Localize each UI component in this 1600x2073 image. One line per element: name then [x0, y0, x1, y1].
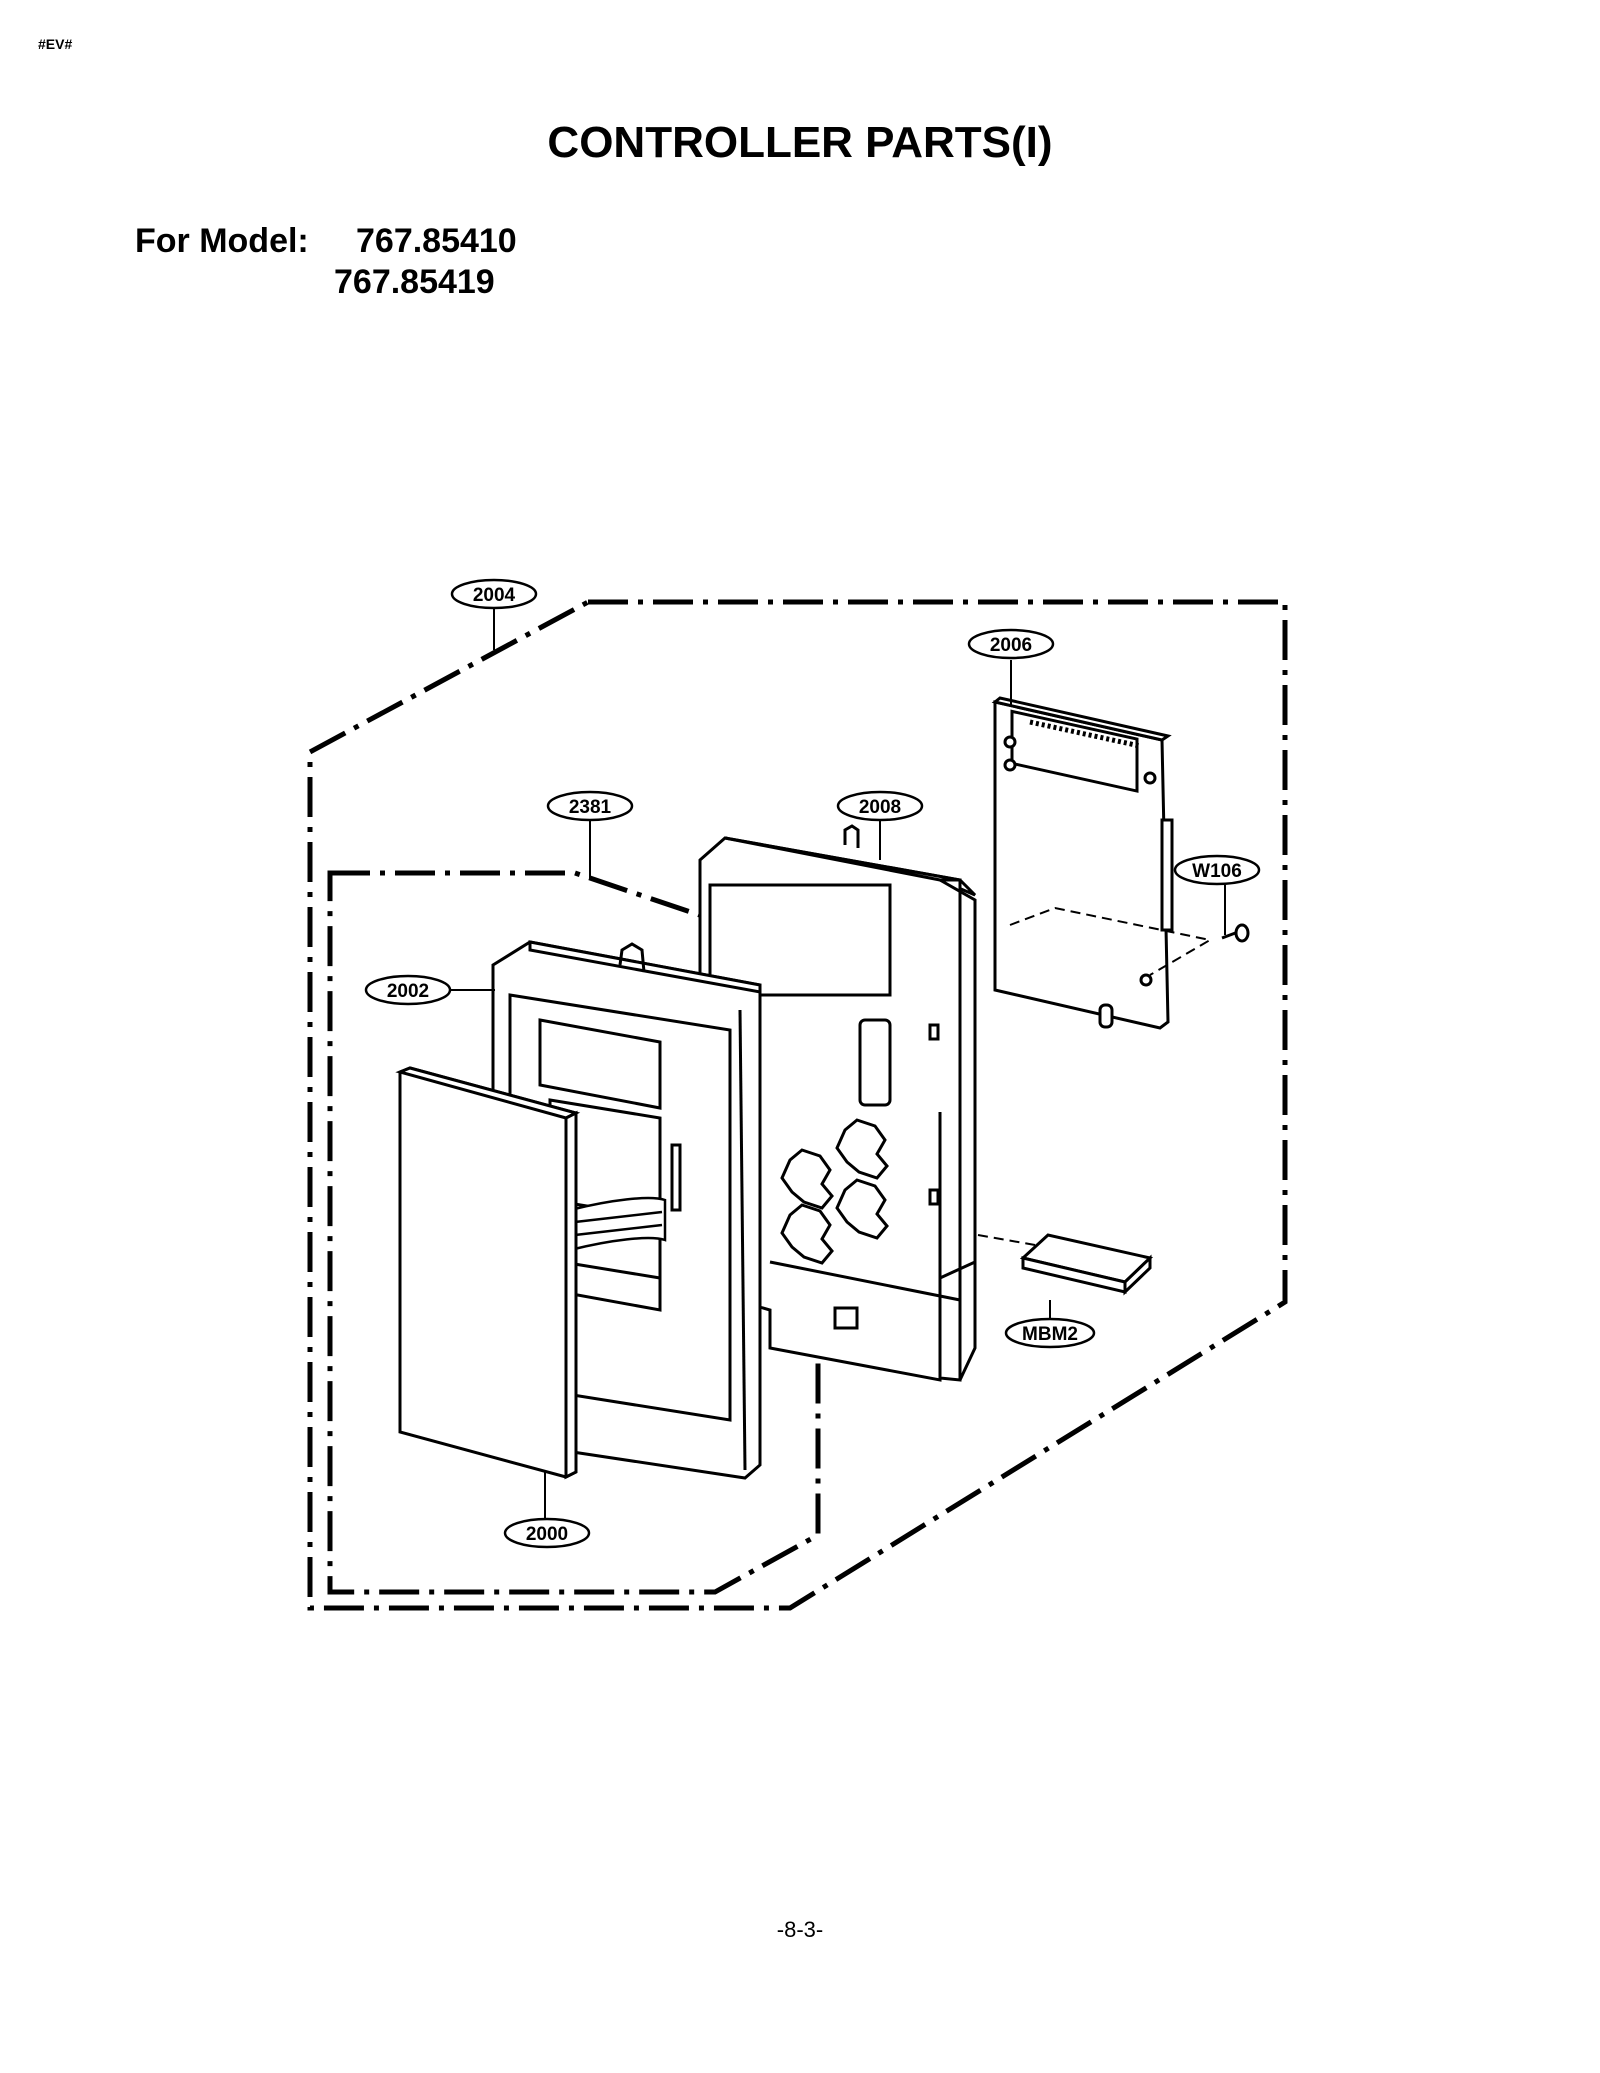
- svg-text:2381: 2381: [569, 797, 612, 818]
- svg-text:MBM2: MBM2: [1022, 1324, 1078, 1345]
- page-number: -8-3-: [776, 1917, 824, 1942]
- callout-2381: 2381: [546, 790, 634, 822]
- callout-mbm2: MBM2: [1004, 1317, 1096, 1349]
- part-2008-frame: [698, 824, 977, 1382]
- svg-text:2008: 2008: [859, 797, 901, 818]
- mounting-guides: [977, 906, 1213, 1246]
- model-label: For Model:: [135, 222, 309, 260]
- svg-text:2002: 2002: [387, 981, 429, 1002]
- part-w106-screw: [1221, 923, 1250, 943]
- svg-text:2000: 2000: [526, 1524, 568, 1545]
- document-code: #EV#: [38, 36, 73, 52]
- assembly-boundary-2004: [307, 599, 1288, 1611]
- part-2006-pcb: [991, 696, 1174, 1030]
- flex-cable: [568, 1196, 667, 1252]
- part-2000-front-film: [395, 1066, 581, 1480]
- leader-lines: [450, 608, 1226, 1520]
- callout-2004: 2004: [450, 578, 538, 610]
- callout-w106: W106: [1173, 854, 1261, 886]
- page-title: CONTROLLER PARTS(I): [547, 118, 1053, 167]
- model-number-1: 767.85410: [356, 222, 517, 260]
- callout-2006: 2006: [967, 628, 1055, 660]
- part-mbm2-module: [1019, 1233, 1154, 1296]
- svg-text:2006: 2006: [990, 635, 1032, 656]
- svg-text:2004: 2004: [473, 585, 516, 606]
- callout-2008: 2008: [836, 790, 924, 822]
- svg-text:W106: W106: [1192, 861, 1242, 882]
- model-number-2: 767.85419: [334, 263, 495, 301]
- callout-2000: 2000: [503, 1517, 591, 1549]
- callout-2002: 2002: [364, 974, 452, 1006]
- subassembly-boundary-2381: [327, 870, 821, 1595]
